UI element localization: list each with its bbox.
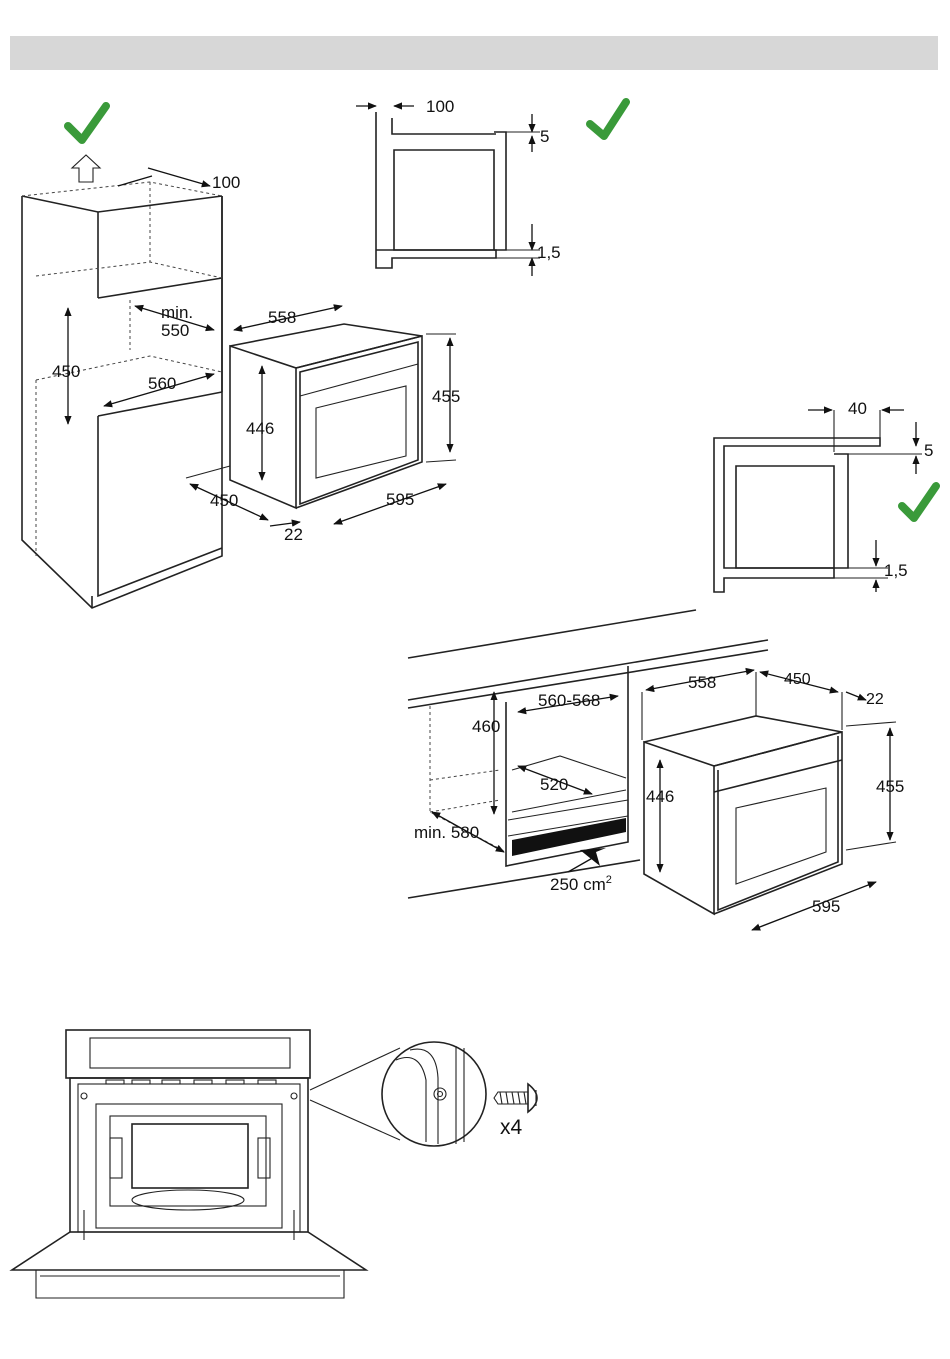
oven-fixing-drawing: x4 bbox=[12, 1030, 537, 1298]
dim-top-gap: 5 bbox=[540, 127, 549, 146]
section-detail-right: 40 5 1,5 bbox=[714, 399, 936, 592]
dim-oven-height-body: 446 bbox=[246, 419, 274, 438]
dim-vent-area: 250 cm2 bbox=[550, 874, 612, 894]
section-detail-top: 100 5 1,5 bbox=[356, 97, 626, 276]
oven-drawing-right: 558 450 22 446 455 595 bbox=[642, 670, 904, 930]
dim-niche-width: 560-568 bbox=[538, 691, 600, 710]
dim-rear-gap: 40 bbox=[848, 399, 867, 418]
screw-count: x4 bbox=[500, 1116, 523, 1139]
dim-niche-width: 560 bbox=[148, 374, 176, 393]
dim-min-depth: 550 bbox=[161, 321, 189, 340]
dim-oven-height-front: 455 bbox=[432, 387, 460, 406]
dim-front-thickness: 22 bbox=[284, 525, 303, 544]
dim-oven-depth-top: 558 bbox=[268, 308, 296, 327]
check-icon bbox=[902, 486, 936, 518]
dim-rear-gap: 100 bbox=[426, 97, 454, 116]
dim-oven-height-front: 455 bbox=[876, 777, 904, 796]
vent-slot bbox=[512, 818, 626, 856]
dim-oven-width: 595 bbox=[386, 490, 414, 509]
dim-niche-height: 460 bbox=[472, 717, 500, 736]
dim-oven-depth-side: 450 bbox=[784, 671, 811, 688]
dim-bottom-gap: 1,5 bbox=[884, 561, 908, 580]
dim-oven-depth-top: 558 bbox=[688, 673, 716, 692]
dim-bottom-gap: 1,5 bbox=[537, 243, 561, 262]
screw-icon bbox=[494, 1084, 537, 1112]
column-cabinet-drawing: 100 min. 550 450 560 bbox=[22, 106, 240, 608]
dim-niche-height: 450 bbox=[52, 362, 80, 381]
dim-oven-depth-side: 450 bbox=[210, 491, 238, 510]
oven-drawing-left: 558 446 455 595 450 22 bbox=[186, 306, 460, 544]
dim-min-depth: min. 580 bbox=[414, 823, 479, 842]
dim-top-gap: 5 bbox=[924, 441, 933, 460]
dim-niche-depth: 520 bbox=[540, 775, 568, 794]
dim-top-gap: 100 bbox=[212, 173, 240, 192]
check-icon bbox=[590, 102, 626, 136]
arrow-up-icon bbox=[72, 155, 100, 182]
check-icon bbox=[68, 106, 106, 140]
dim-min-label: min. bbox=[161, 303, 193, 322]
dim-oven-height-body: 446 bbox=[646, 787, 674, 806]
dim-oven-width: 595 bbox=[812, 897, 840, 916]
dim-front-thickness: 22 bbox=[866, 691, 884, 708]
